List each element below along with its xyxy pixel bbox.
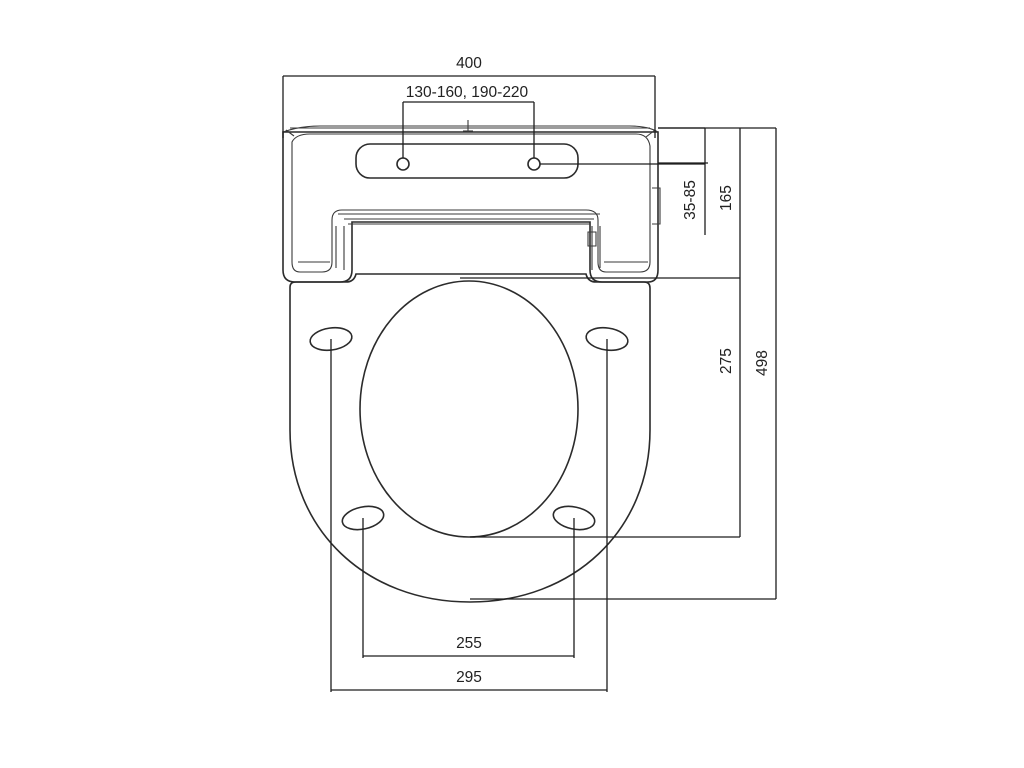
label-hole-spacing: 130-160, 190-220 [406,84,529,101]
label-hinge-offset: 35-85 [682,180,699,220]
label-hinge-depth: 165 [718,185,735,211]
label-overall-width: 400 [456,55,482,72]
buffer-pad-bottom-left [341,505,385,531]
dim-seat-to-hinge [460,128,741,538]
buffer-pad-top-right [585,326,629,352]
fixing-hole-right [527,157,541,171]
dim-hole-spacing [402,101,535,158]
label-overall-length: 498 [754,350,771,376]
fixing-hole-left [396,157,410,171]
label-seat-to-hinge: 275 [718,348,735,374]
hinge-block [282,120,661,283]
buffer-pad-bottom-right [552,505,596,531]
dim-overall-length [470,128,777,600]
dim-front-hole-spacing [362,518,575,658]
label-rear-hole-spacing: 295 [456,669,482,686]
seat-opening [359,280,579,538]
dim-rear-hole-spacing [330,339,608,692]
buffer-pad-top-left [309,326,353,352]
label-front-hole-spacing: 255 [456,635,482,652]
seat-outline [289,273,651,603]
dim-overall-width [282,75,656,138]
